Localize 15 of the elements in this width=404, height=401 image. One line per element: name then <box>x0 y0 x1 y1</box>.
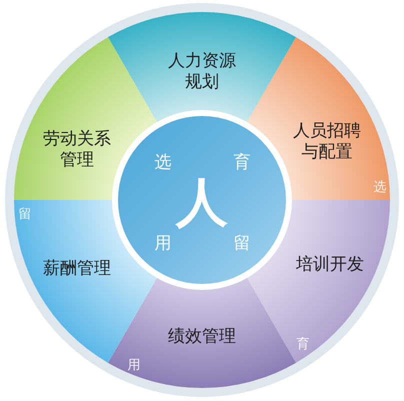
rim-label: 选 <box>374 181 386 195</box>
segment-label: 培训开发 <box>296 254 364 276</box>
segment-label: 劳动关系管理 <box>42 129 112 171</box>
center-label: 育 <box>234 154 250 172</box>
rim-label: 育 <box>296 338 310 352</box>
segment-label: 人员招聘与配置 <box>292 121 362 163</box>
center-label: 用 <box>154 236 172 252</box>
segment-label: 薪酬管理 <box>43 258 111 280</box>
center-label: 选 <box>154 154 172 172</box>
segment-label: 人力资源规划 <box>167 51 237 93</box>
rim-label: 留 <box>18 208 32 222</box>
segment-label: 绩效管理 <box>168 326 236 348</box>
center-label: 留 <box>234 236 250 252</box>
rim-label: 用 <box>128 359 140 373</box>
center-character: 人 <box>176 177 228 229</box>
